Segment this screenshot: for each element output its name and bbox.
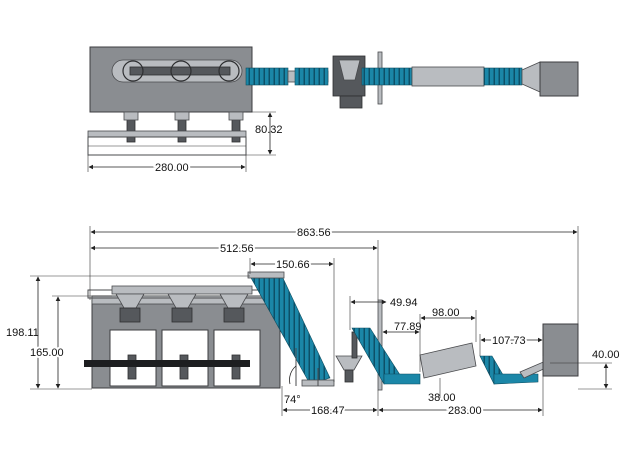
side-mid-stem (344, 369, 354, 383)
top-conveyor-2 (361, 67, 413, 86)
top-legs (123, 111, 244, 143)
top-wheel-2 (170, 60, 192, 82)
top-wheel-1 (122, 60, 144, 82)
dim-mid-conveyor: 77.89 (394, 321, 422, 333)
top-base-rail (87, 130, 247, 138)
dim-height-hopper: 165.00 (30, 347, 64, 359)
side-mid-hopper (335, 355, 363, 371)
side-hoppers (111, 285, 253, 323)
dim-drum-length: 98.00 (432, 307, 460, 319)
dim-incline-top: 150.66 (276, 259, 310, 271)
side-incline-head (247, 271, 285, 279)
dim-angle: 74° (284, 394, 301, 406)
top-conveyor-1 (245, 67, 289, 86)
top-view: 80.32 280.00 (87, 46, 579, 176)
side-last-conveyor-flat (493, 373, 539, 385)
dim-incline-base: 168.47 (311, 405, 345, 417)
dim-height-top: 80.32 (255, 124, 283, 136)
side-end-box (542, 323, 579, 377)
top-conveyor-1b (294, 67, 329, 86)
dim-to-conveyor: 512.56 (220, 243, 254, 255)
top-drum (411, 66, 485, 87)
top-wheel-3 (218, 60, 240, 82)
dim-upper-offset: 49.94 (390, 297, 418, 309)
top-end-box (539, 61, 579, 97)
dim-overall-length: 863.56 (297, 227, 331, 239)
side-drum (419, 342, 477, 379)
top-end-hopper (521, 61, 541, 93)
side-windows (109, 329, 261, 387)
top-mid-hopper (338, 59, 361, 81)
top-conveyor-3 (483, 67, 523, 86)
dim-low-height: 38.00 (428, 392, 456, 404)
dim-height-overall: 198.11 (6, 327, 39, 339)
dim-last-conveyor: 107.73 (492, 335, 526, 347)
side-mid-conveyor-flat (383, 373, 421, 385)
top-carousel-bar (129, 66, 231, 76)
side-view: 863.56 512.56 150.66 198.11 165.00 74° 1… (6, 225, 620, 419)
dim-discharge-height: 40.00 (592, 349, 620, 361)
side-black-bar (84, 360, 250, 367)
dim-length-top: 280.00 (155, 162, 189, 174)
top-mid-base (339, 95, 363, 109)
dim-rear-length: 283.00 (448, 405, 482, 417)
